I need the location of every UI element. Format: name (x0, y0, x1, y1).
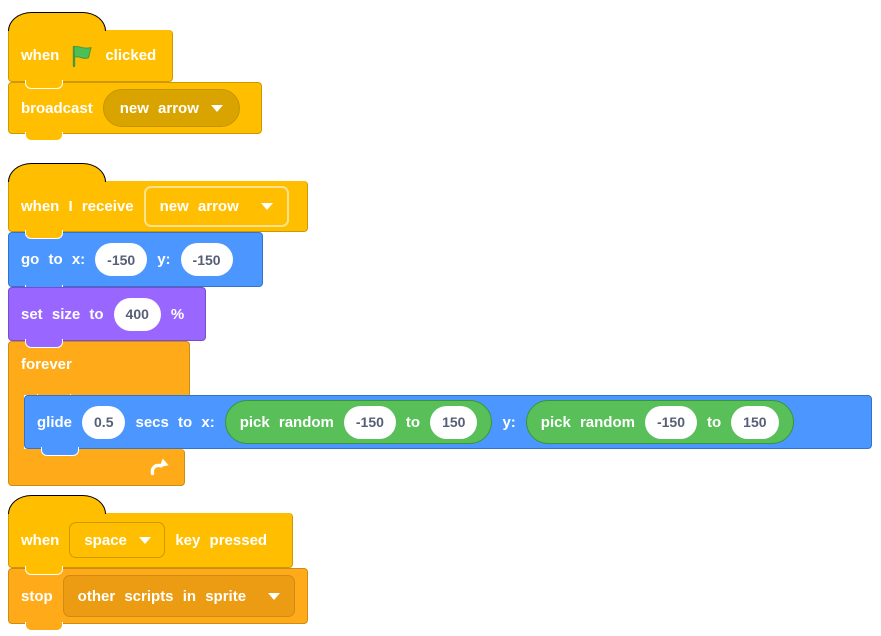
to-label: to (707, 413, 722, 431)
percent-label: % (170, 305, 185, 323)
go-to-xy-block[interactable]: go to x: -150 y: -150 (8, 232, 263, 294)
when-i-receive-block[interactable]: when I receive new arrow (8, 181, 308, 239)
when-label: when (21, 47, 60, 64)
chevron-down-icon (138, 536, 151, 544)
set-size-label: set size to (21, 305, 104, 323)
block-bottom-tab (25, 80, 63, 89)
x-input[interactable]: -150 (95, 243, 148, 276)
y-input[interactable]: -150 (180, 243, 233, 276)
broadcast-label: broadcast (21, 99, 93, 117)
chevron-down-icon (260, 202, 273, 210)
when-i-receive-label: when I receive (21, 197, 134, 215)
glide-y-label: y: (502, 413, 516, 431)
when-flag-clicked-block[interactable]: when clicked (8, 30, 173, 89)
hat-dome[interactable] (8, 163, 106, 182)
pick-random-y-block[interactable]: pick random -150 to 150 (525, 400, 794, 444)
random-to-input[interactable]: 150 (430, 405, 478, 439)
glide-label: glide (37, 413, 73, 431)
key-pressed-label: key pressed (175, 531, 268, 549)
chevron-down-icon (268, 592, 280, 600)
chevron-down-icon (210, 104, 223, 112)
to-label: to (405, 413, 421, 431)
glide-block[interactable]: glide 0.5 secs to x: pick random -150 to… (24, 395, 872, 456)
block-bottom-tab (25, 230, 63, 239)
key-dropdown-value: space (84, 531, 127, 549)
stop-option-dropdown[interactable]: other scripts in sprite (62, 575, 295, 617)
when-label: when (21, 531, 60, 549)
pick-random-label: pick random (239, 413, 334, 431)
when-key-pressed-block[interactable]: when space key pressed (8, 513, 293, 575)
random-to-input[interactable]: 150 (731, 405, 779, 439)
block-bottom-tab (41, 447, 79, 456)
y-label: y: (157, 251, 171, 268)
pick-random-x-block[interactable]: pick random -150 to 150 (224, 400, 493, 444)
block-bottom-tab (25, 132, 63, 141)
pick-random-label: pick random (540, 413, 635, 431)
key-dropdown[interactable]: space (69, 522, 166, 558)
broadcast-block[interactable]: broadcast new arrow (8, 82, 262, 141)
go-to-x-label: go to x: (21, 251, 86, 268)
broadcast-dropdown-value: new arrow (119, 99, 199, 117)
block-bottom-tab (25, 339, 63, 348)
hat-dome[interactable] (8, 495, 106, 514)
size-input[interactable]: 400 (113, 297, 161, 331)
glide-secs-input[interactable]: 0.5 (82, 405, 126, 439)
set-size-block[interactable]: set size to 400 % (8, 287, 206, 348)
forever-spine[interactable] (8, 394, 24, 451)
forever-block[interactable]: forever (8, 341, 190, 403)
random-from-input[interactable]: -150 (343, 405, 396, 439)
stop-label: stop (21, 587, 53, 605)
broadcast-dropdown[interactable]: new arrow (102, 89, 240, 127)
secs-to-x-label: secs to x: (135, 413, 215, 431)
forever-label: forever (21, 356, 72, 373)
block-bottom-tab (25, 566, 63, 575)
green-flag-icon (69, 44, 95, 68)
clicked-label: clicked (105, 47, 157, 64)
hat-dome[interactable] (8, 12, 106, 31)
stop-block[interactable]: stop other scripts in sprite (8, 568, 308, 631)
forever-bottom-arm[interactable] (8, 449, 185, 486)
stop-option-value: other scripts in sprite (77, 587, 247, 605)
random-from-input[interactable]: -150 (644, 405, 697, 439)
loop-arrow-icon (148, 456, 170, 478)
receive-message-value: new arrow (159, 197, 239, 215)
receive-message-dropdown[interactable]: new arrow (143, 185, 289, 227)
block-bottom-tab (25, 622, 63, 631)
